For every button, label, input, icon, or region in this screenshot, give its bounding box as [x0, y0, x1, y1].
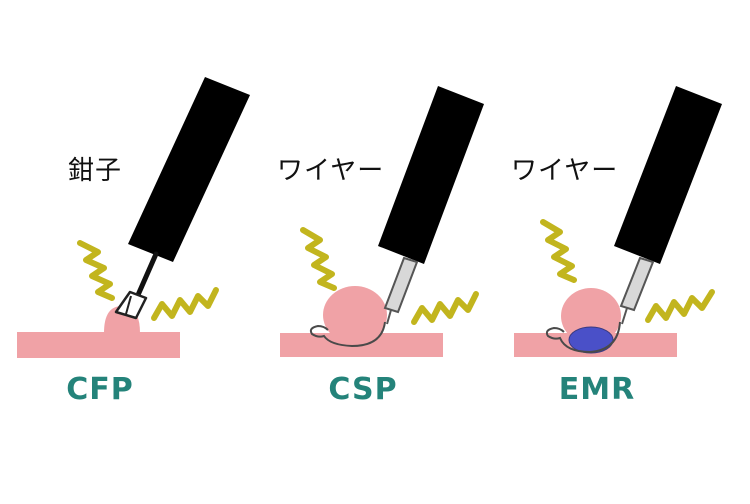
snare-loop — [309, 321, 386, 348]
method-label-cfp: CFP — [66, 372, 134, 407]
wavy-line-right — [151, 287, 219, 321]
tool-label-wire-csp: ワイヤー — [277, 156, 385, 186]
panel-csp — [280, 86, 484, 357]
snare-loop — [545, 321, 621, 354]
wavy-line-left — [77, 240, 115, 301]
method-label-emr: EMR — [558, 372, 636, 407]
submucosal-injection-fluid — [568, 326, 614, 354]
forceps-icon — [114, 290, 148, 320]
snare-wire-icon — [383, 256, 419, 325]
endoscope-body — [128, 77, 250, 262]
wavy-line-right — [645, 289, 715, 323]
endoscope-body — [614, 86, 722, 264]
tissue-strip — [17, 332, 180, 358]
forceps-shaft — [135, 251, 159, 298]
endoscope-body — [378, 86, 484, 264]
method-label-csp: CSP — [328, 372, 398, 407]
panel-emr — [514, 86, 722, 357]
panel-cfp — [17, 77, 250, 358]
lesion — [323, 286, 387, 344]
wavy-line-left — [300, 227, 337, 291]
wavy-line-right — [411, 291, 479, 325]
tool-label-wire-emr: ワイヤー — [511, 156, 619, 186]
wavy-line-left — [540, 219, 577, 283]
tool-label-forceps: 鉗子 — [68, 156, 123, 186]
snare-wire-icon — [619, 256, 655, 325]
